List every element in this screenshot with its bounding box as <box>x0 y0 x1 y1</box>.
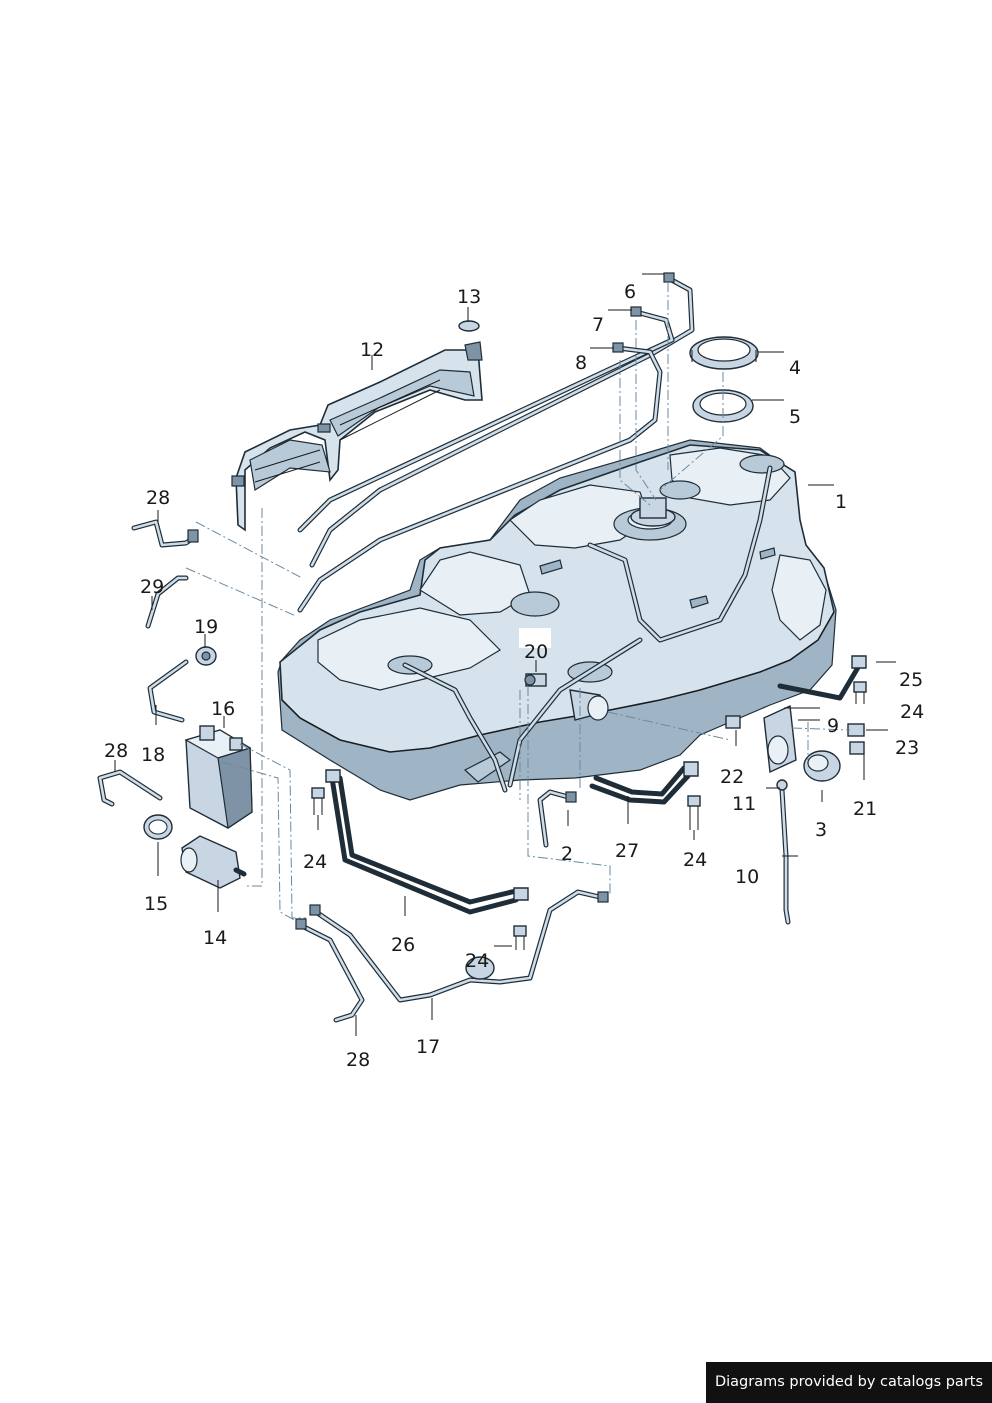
retaining-strap-25 <box>777 655 867 701</box>
fuel-tank <box>277 439 837 801</box>
fuel-line-17 <box>309 889 609 1003</box>
callout-17: 17 <box>416 1036 440 1058</box>
sender-wire-2 <box>537 789 577 848</box>
callout-26: 26 <box>391 934 415 956</box>
assembly-guide-lines <box>185 282 851 923</box>
callout-18: 18 <box>141 744 165 766</box>
callout-8: 8 <box>575 352 587 374</box>
fuel-filter <box>180 835 247 889</box>
plug-23 <box>847 723 865 737</box>
heat-shield <box>231 320 483 532</box>
leader-lines <box>114 273 896 1036</box>
callout-1: 1 <box>835 491 847 513</box>
callout-4: 4 <box>789 357 801 379</box>
pump-flange <box>630 497 676 527</box>
fuel-lines-upper <box>297 272 695 613</box>
callout-20-highlight: 20 <box>519 628 551 663</box>
bolt-24-d <box>853 681 867 704</box>
callout-25: 25 <box>899 669 923 691</box>
breather-hose <box>147 659 189 723</box>
callout-5: 5 <box>789 406 801 428</box>
callout-11: 11 <box>732 793 756 815</box>
callout-27: 27 <box>615 840 639 862</box>
callout-9: 9 <box>827 715 839 737</box>
callout-12: 12 <box>360 339 384 361</box>
callout-15: 15 <box>144 893 168 915</box>
bolt-24-b <box>687 795 701 830</box>
callout-2: 2 <box>561 843 573 865</box>
credit-banner: Diagrams provided by catalogs parts <box>706 1362 992 1403</box>
callout-22: 22 <box>720 766 744 788</box>
callout-24-a: 24 <box>303 851 327 873</box>
callout-16: 16 <box>211 698 235 720</box>
filler-housing <box>763 704 797 774</box>
callout-19: 19 <box>194 616 218 638</box>
fuel-line-28-lower <box>295 918 365 1023</box>
retaining-strap-27 <box>589 761 699 805</box>
callout-13: 13 <box>457 286 481 308</box>
activated-charcoal-canister <box>184 725 253 830</box>
callout-24-b: 24 <box>683 849 707 871</box>
callout-28-lower: 28 <box>346 1049 370 1071</box>
callout-28-left: 28 <box>104 740 128 762</box>
tank-cap <box>803 750 841 782</box>
callout-3: 3 <box>815 819 827 841</box>
hose-28-left <box>97 769 163 807</box>
retaining-strap-26 <box>325 769 529 915</box>
bolt-24-c <box>513 925 527 950</box>
bolt-24-a <box>311 787 325 815</box>
flap-cable-10 <box>776 779 791 925</box>
callout-labels: 1 2 3 4 5 6 7 8 9 10 11 12 13 14 15 16 1… <box>104 281 924 1071</box>
callout-10: 10 <box>735 866 759 888</box>
callout-14: 14 <box>203 927 227 949</box>
callout-7: 7 <box>592 314 604 336</box>
hose-28-upper <box>131 519 199 548</box>
hose-clamp <box>143 814 173 840</box>
callout-21: 21 <box>853 798 877 820</box>
grommet <box>195 646 217 666</box>
screw-21 <box>849 741 865 755</box>
callout-20: 20 <box>524 641 548 663</box>
hose-29 <box>145 575 189 629</box>
callout-23: 23 <box>895 737 919 759</box>
locking-ring <box>689 336 759 370</box>
callout-29: 29 <box>140 576 164 598</box>
callout-24-c: 24 <box>465 950 489 972</box>
plug-22 <box>725 715 741 729</box>
callout-6: 6 <box>624 281 636 303</box>
bolt-20 <box>524 673 547 687</box>
callout-24-d: 24 <box>900 701 924 723</box>
callout-28-upper: 28 <box>146 487 170 509</box>
